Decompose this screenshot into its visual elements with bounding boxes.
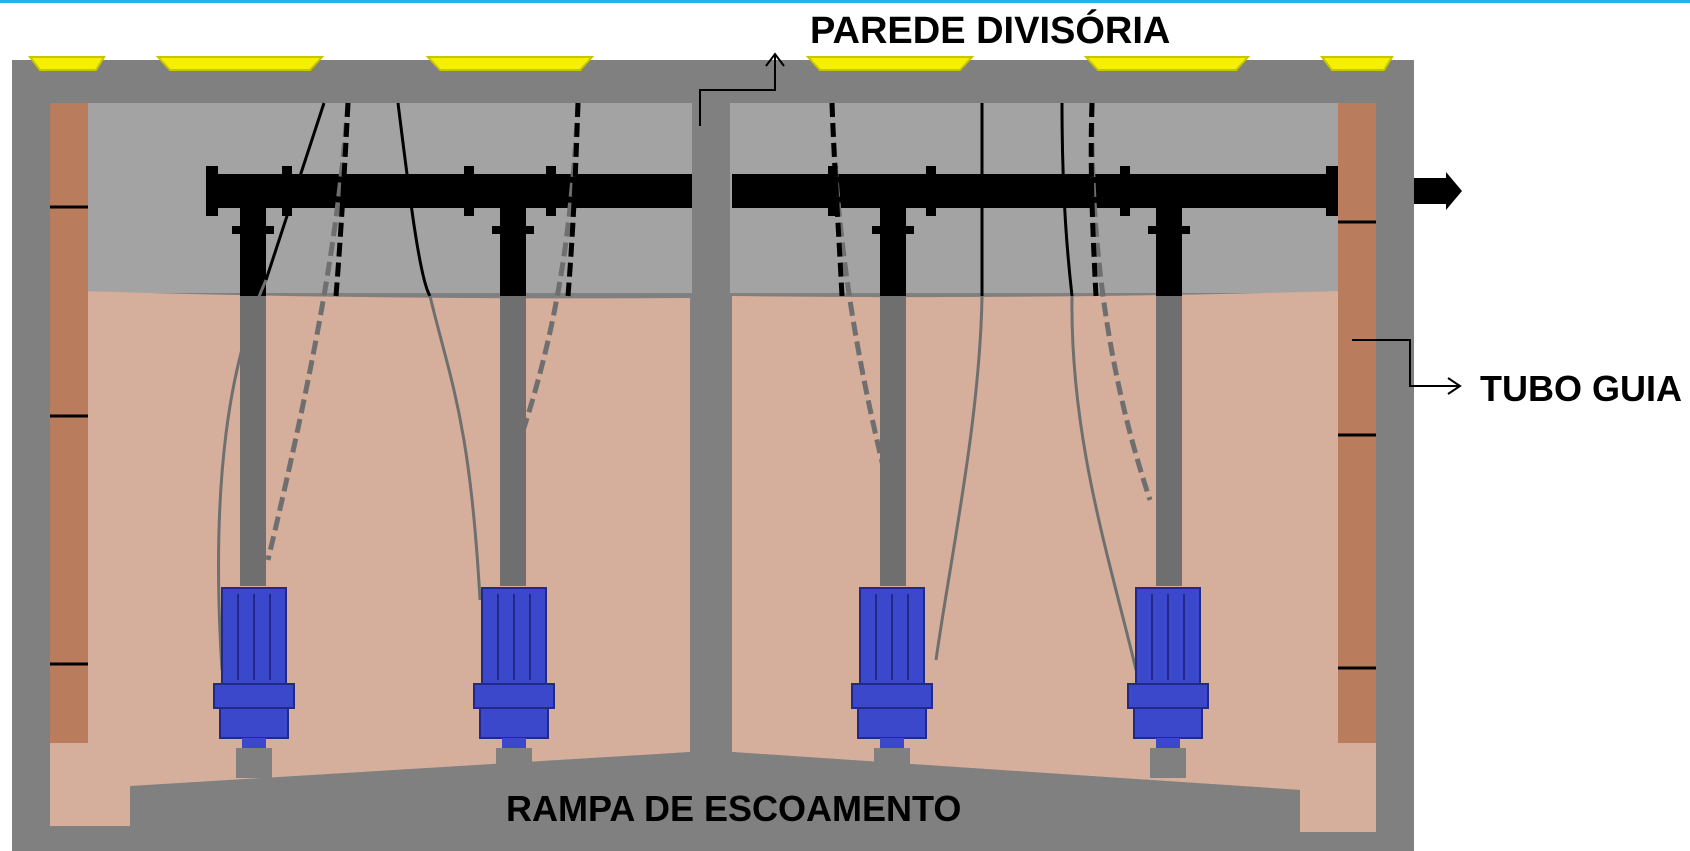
divider-wall-label: PAREDE DIVISÓRIA bbox=[810, 10, 1171, 52]
liquid-left-chamber bbox=[50, 290, 690, 826]
guide-tube-left bbox=[50, 103, 88, 743]
hatch-5 bbox=[1083, 56, 1251, 71]
guide-tube-brackets bbox=[50, 205, 1376, 670]
wall-leader-line bbox=[699, 54, 776, 126]
lifting-chains-upper bbox=[333, 102, 1099, 297]
arrow-up-right-icon bbox=[765, 52, 785, 67]
hatch-6 bbox=[1319, 56, 1394, 71]
top-accent-bar bbox=[0, 0, 1690, 3]
outlet-arrow-icon bbox=[1446, 172, 1462, 210]
hatch-4 bbox=[805, 56, 975, 71]
drainage-ramp bbox=[130, 752, 1300, 851]
riser-pipes bbox=[232, 208, 1190, 586]
divider-wall bbox=[692, 103, 730, 763]
tube-leader-line bbox=[1352, 339, 1460, 387]
hatch-3 bbox=[425, 56, 595, 71]
hatch-2 bbox=[155, 56, 325, 71]
pipe-flanges bbox=[206, 166, 1338, 216]
power-cables bbox=[217, 102, 1138, 671]
submersible-pump-icon bbox=[851, 587, 933, 772]
hatch-1 bbox=[27, 56, 106, 71]
guide-tube-label: TUBO GUIA bbox=[1480, 368, 1682, 409]
submersible-pump-icon bbox=[213, 587, 295, 778]
discharge-pipe-outlet bbox=[1414, 178, 1446, 204]
submersible-pump-icon bbox=[473, 587, 555, 772]
tube-arrow-icon bbox=[1447, 377, 1462, 395]
guide-tube-right bbox=[1338, 103, 1376, 743]
submersible-pump-icon bbox=[1127, 587, 1209, 778]
hatch-covers bbox=[27, 56, 1394, 71]
annotation-leaders bbox=[699, 52, 1462, 395]
discharge-pipe-right bbox=[732, 174, 1338, 208]
drain-ramp-label: RAMPA DE ESCOAMENTO bbox=[506, 788, 962, 829]
liquid-right-chamber bbox=[732, 290, 1376, 832]
